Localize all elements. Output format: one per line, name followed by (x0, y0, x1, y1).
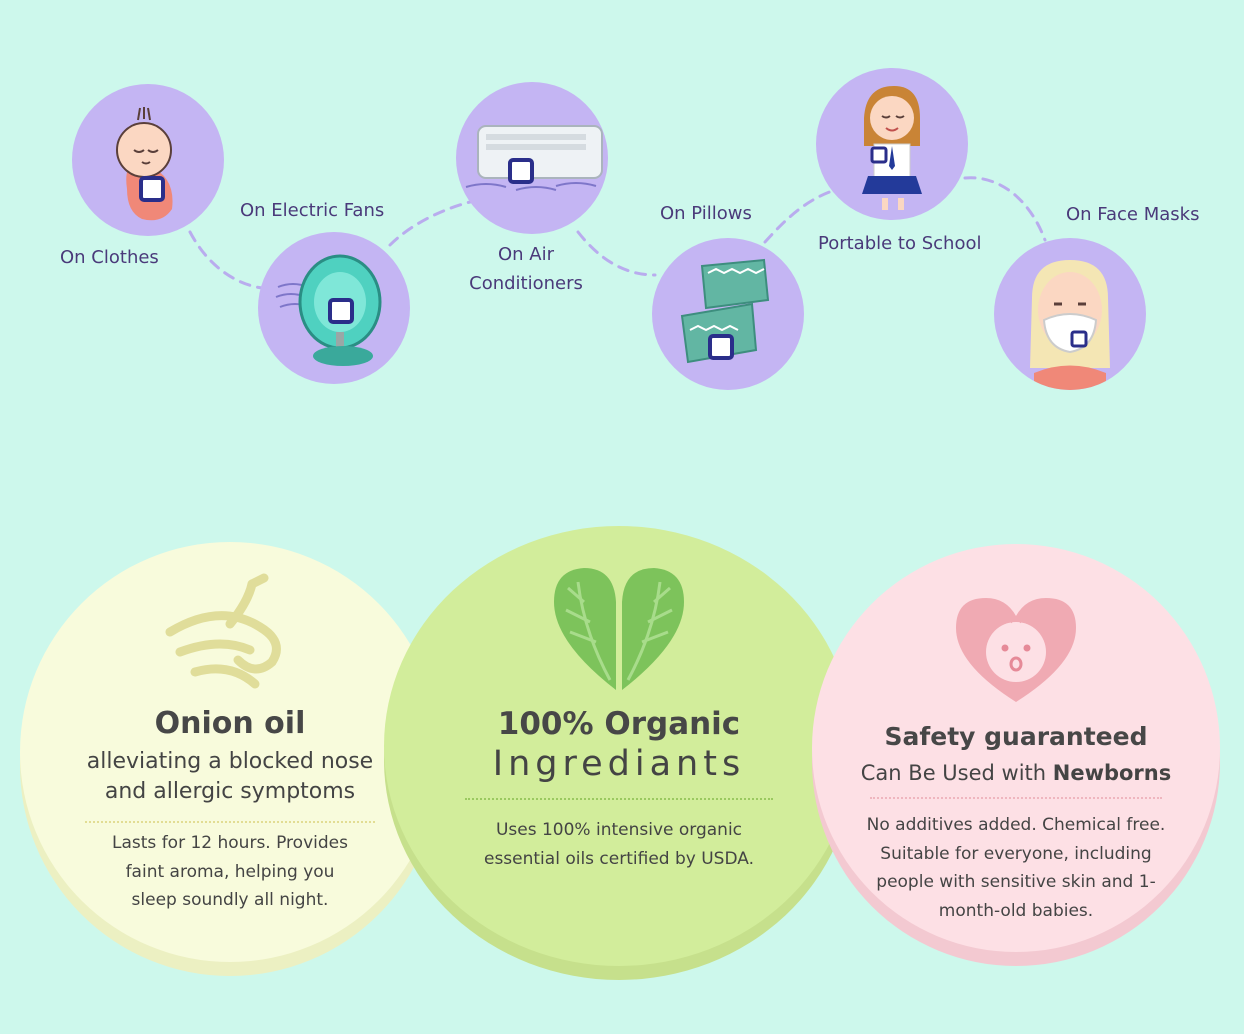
organic-subtitle: Ingrediants (492, 744, 746, 784)
masks-label: On Face Masks (1066, 204, 1200, 225)
onion-body-line1: Lasts for 12 hours. Provides (112, 833, 348, 853)
fans-circle (258, 232, 410, 384)
safety-body-line2: Suitable for everyone, including (880, 843, 1152, 864)
baby-swaddle-icon (116, 107, 173, 221)
fans-label: On Electric Fans (240, 200, 385, 221)
onion-body-line2: faint aroma, helping you (125, 861, 335, 882)
safety-title: Safety guaranteed (884, 722, 1148, 751)
safety-subtitle: Can Be Used with Newborns (812, 761, 1220, 785)
safety-body-line4: month-old babies. (938, 900, 1094, 921)
organic-card: 100% Organic Ingrediants Uses 100% inten… (384, 526, 854, 966)
onion-title: Onion oil (154, 706, 306, 741)
aroma-wind-icon (165, 573, 281, 689)
clothes-label: On Clothes (60, 247, 159, 268)
schoolgirl-icon (862, 86, 922, 210)
organic-body: Uses 100% intensive organic essential oi… (384, 816, 854, 873)
pillows-icon (680, 258, 770, 364)
organic-divider (465, 798, 773, 800)
safety-subtitle-prefix: Can Be Used with (860, 761, 1053, 785)
safety-divider (870, 797, 1162, 799)
safety-body: No additives added. Chemical free. Suita… (812, 811, 1220, 925)
clothes-circle (72, 84, 224, 236)
pillows-circle (652, 238, 804, 390)
electric-fan-icon (275, 254, 382, 366)
air-conditioner-icon (465, 125, 603, 191)
safety-body-line3: people with sensitive skin and 1- (876, 872, 1156, 892)
onion-divider (85, 821, 375, 823)
organic-title: 100% Organic (497, 706, 741, 742)
face-mask-icon (1030, 260, 1110, 390)
safety-subtitle-bold: Newborns (1052, 761, 1172, 785)
organic-body-line1: Uses 100% intensive organic (495, 820, 743, 840)
onion-body-line3: sleep soundly all night. (131, 890, 329, 910)
baby-heart-icon (956, 598, 1076, 702)
masks-circle (994, 238, 1146, 390)
ac-circle (456, 82, 608, 234)
safety-body-line1: No additives added. Chemical free. (866, 815, 1166, 835)
leaf-heart-icon (554, 568, 684, 690)
ac-label-line2: Conditioners (469, 273, 583, 294)
safety-card: Safety guaranteed Can Be Used with Newbo… (812, 544, 1220, 952)
usage-section: On Clothes On Electric Fans On Air Condi… (0, 0, 1244, 420)
organic-body-line2: essential oils certified by USDA. (483, 848, 754, 869)
onion-subtitle-line1: alleviating a blocked nose (86, 749, 374, 774)
school-label: Portable to School (818, 233, 982, 254)
onion-oil-card: Onion oil alleviating a blocked nose and… (20, 542, 440, 962)
pillows-label: On Pillows (660, 203, 752, 224)
school-circle (816, 68, 968, 220)
ac-label-line1: On Air (497, 244, 554, 265)
onion-subtitle-line2: and allergic symptoms (104, 779, 356, 804)
onion-subtitle: alleviating a blocked nose and allergic … (20, 747, 440, 807)
connector-dashes (188, 176, 1047, 290)
ac-label: On Air Conditioners (456, 240, 596, 298)
onion-body: Lasts for 12 hours. Provides faint aroma… (20, 829, 440, 915)
